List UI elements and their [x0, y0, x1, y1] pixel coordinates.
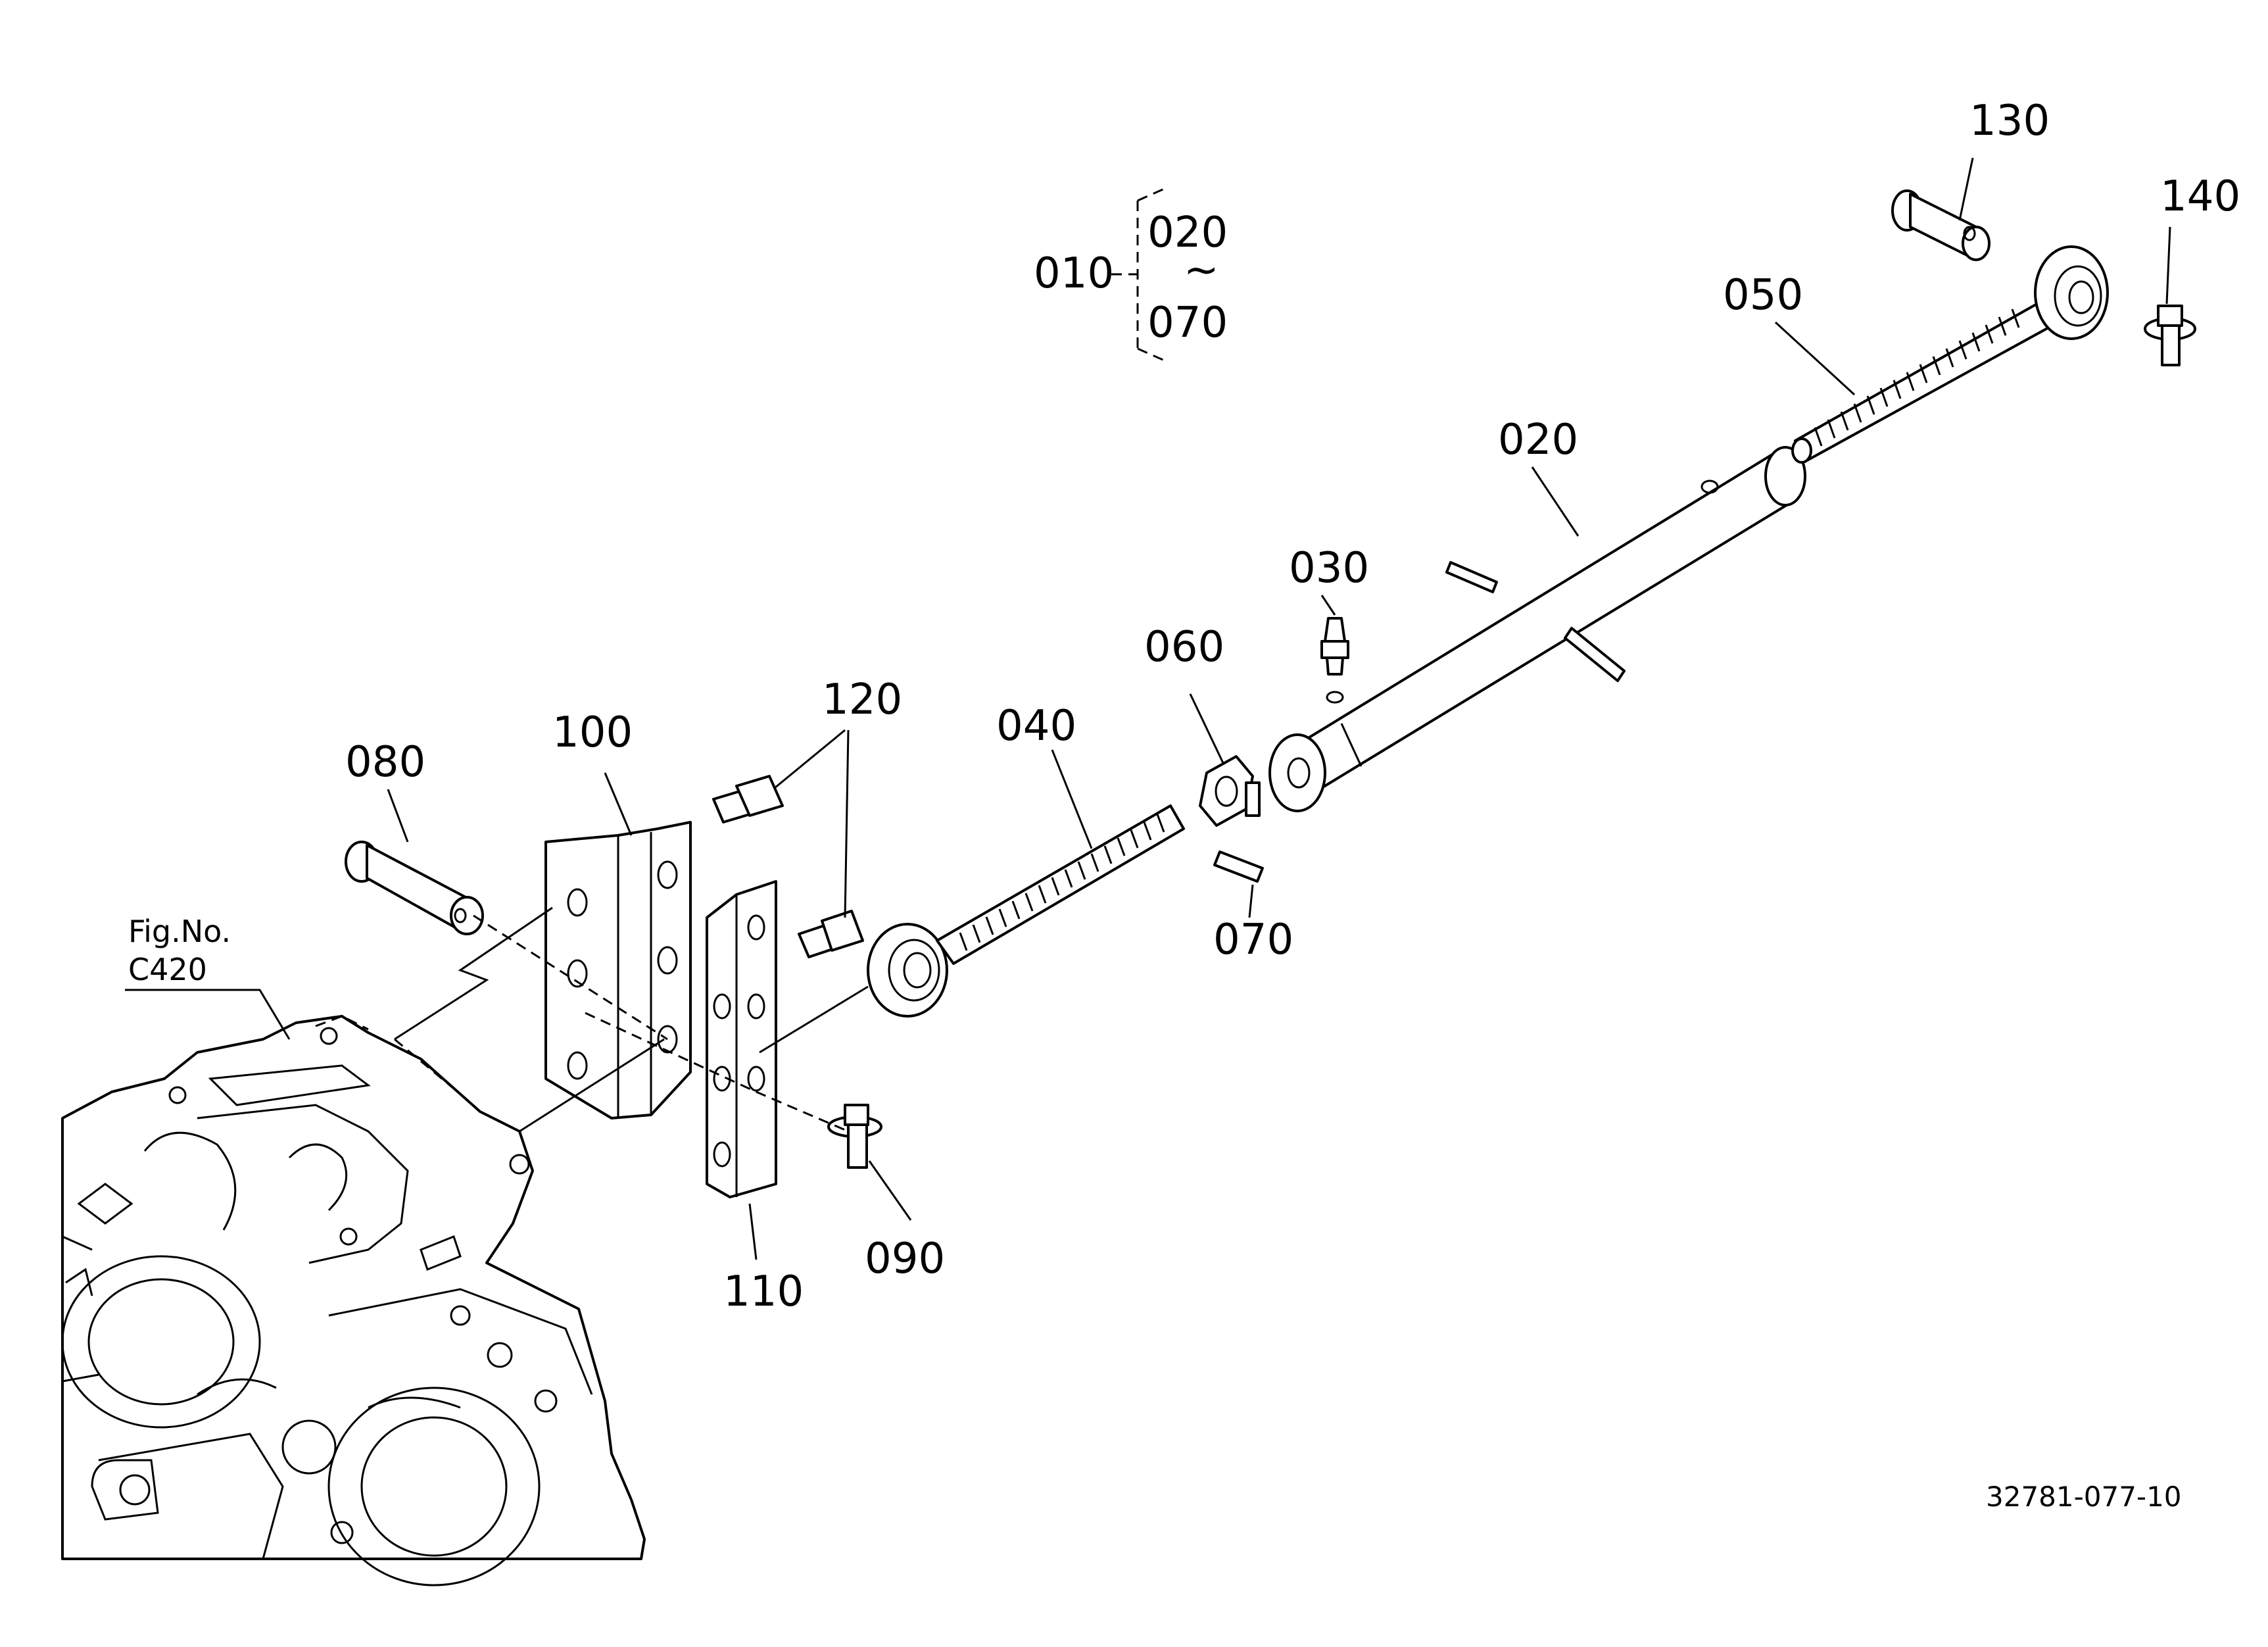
- label-010: 010: [1034, 249, 1114, 298]
- bolt-140: [2144, 226, 2196, 366]
- fig-no-value: C420: [128, 952, 207, 987]
- group-bracket: 010 020 ~ 070: [1034, 186, 1228, 363]
- pin-080: [345, 789, 484, 935]
- transmission-housing: [61, 1015, 646, 1586]
- callout-060: 060: [1144, 623, 1224, 672]
- bolts-120: [712, 729, 864, 958]
- bracket-110: [706, 880, 777, 1260]
- assembly-lines: [394, 906, 869, 1133]
- pin-130: [1891, 157, 1991, 261]
- callout-040: 040: [996, 702, 1076, 750]
- callout-130: 130: [1969, 97, 2050, 145]
- label-070-range: 070: [1147, 299, 1228, 347]
- callout-140: 140: [2160, 172, 2240, 221]
- callout-labels: 020 030 040 050 060 070 080 090 100 110 …: [345, 97, 2240, 1316]
- fig-no-label: Fig.No.: [128, 914, 231, 949]
- bolt-090: [827, 1104, 912, 1221]
- callout-080: 080: [345, 738, 425, 787]
- callout-110: 110: [723, 1267, 804, 1316]
- tube-020: [1268, 446, 1806, 812]
- rod-end-050: [1774, 245, 2109, 464]
- callout-070: 070: [1213, 916, 1293, 964]
- callout-020: 020: [1498, 416, 1578, 464]
- callout-050: 050: [1723, 271, 1803, 320]
- pin-070: [1213, 850, 1264, 918]
- drawing-code: 32781-077-10: [1986, 1481, 2182, 1513]
- label-020-range: 020: [1147, 209, 1228, 257]
- bracket-100: [544, 772, 692, 1119]
- range-tilde: ~: [1184, 246, 1219, 295]
- callout-030: 030: [1289, 544, 1369, 593]
- rod-end-040: [867, 749, 1185, 1018]
- grease-nipple-030: [1320, 595, 1349, 704]
- callout-100: 100: [552, 708, 633, 757]
- callout-090: 090: [865, 1235, 945, 1283]
- figure-reference: Fig.No. C420: [125, 914, 291, 1040]
- nut-060: [1189, 693, 1261, 827]
- callout-120: 120: [822, 676, 902, 724]
